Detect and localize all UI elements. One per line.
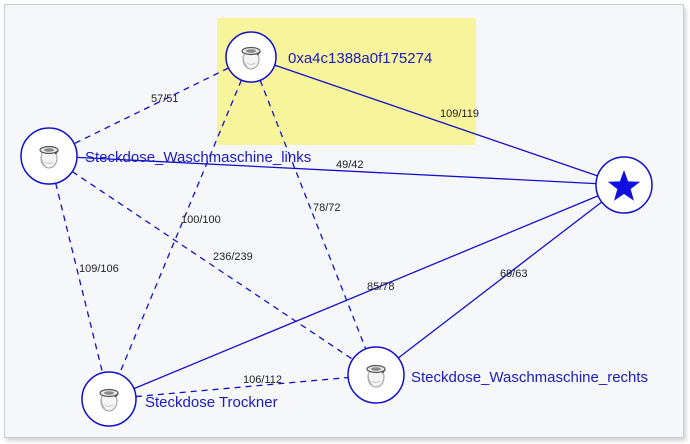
edge-label-coordinator-links: 57/51 xyxy=(151,93,179,105)
network-map-panel: 57/51 109/119 100/100 78/72 49/42 109/106 236/… xyxy=(4,4,684,438)
node-label: Steckdose Trockner xyxy=(145,394,278,411)
edge-coordinator-hub[interactable] xyxy=(274,64,598,177)
edge-label-trockner-rechts: 106/112 xyxy=(243,374,282,386)
edge-trockner-rechts[interactable] xyxy=(135,376,349,398)
node-trockner[interactable]: Steckdose Trockner xyxy=(81,371,278,427)
node-rechts[interactable]: Steckdose_Waschmaschine_rechts xyxy=(347,346,648,404)
edge-links-trockner[interactable] xyxy=(55,183,104,373)
network-graph: 57/51 109/119 100/100 78/72 49/42 109/106 236/… xyxy=(20,18,653,427)
nodes-layer: 0xa4c1388a0f175274Steckdose_Waschmaschin… xyxy=(20,31,653,427)
edge-links-hub[interactable] xyxy=(76,156,597,185)
edge-label-hub-trockner: 85/78 xyxy=(367,281,395,293)
star-icon xyxy=(607,170,641,201)
edge-coordinator-links[interactable] xyxy=(73,67,229,145)
edge-labels-layer: 57/51 109/119 100/100 78/72 49/42 109/106 236/… xyxy=(79,93,528,386)
node-hub[interactable] xyxy=(595,156,653,214)
zigbee-plug-icon xyxy=(39,145,59,169)
edge-links-rechts[interactable] xyxy=(71,171,354,360)
edge-label-links-trockner: 109/106 xyxy=(79,263,119,275)
node-label: 0xa4c1388a0f175274 xyxy=(288,50,432,67)
edge-hub-rechts[interactable] xyxy=(397,201,603,359)
edge-label-links-hub: 49/42 xyxy=(336,159,364,171)
edge-coordinator-trockner[interactable] xyxy=(118,79,243,375)
node-label: Steckdose_Waschmaschine_rechts xyxy=(411,369,648,386)
edge-label-coordinator-hub: 109/119 xyxy=(440,108,479,120)
node-coordinator[interactable]: 0xa4c1388a0f175274 xyxy=(225,31,432,83)
zigbee-plug-icon xyxy=(99,388,119,412)
edge-hub-trockner[interactable] xyxy=(133,195,599,390)
edge-label-coordinator-rechts: 78/72 xyxy=(313,202,341,214)
edges-layer xyxy=(55,64,603,398)
zigbee-plug-icon xyxy=(366,364,386,388)
edge-label-hub-rechts: 69/63 xyxy=(500,268,528,280)
node-label: Steckdose_Waschmaschine_links xyxy=(85,149,311,166)
zigbee-plug-icon xyxy=(241,46,261,70)
edge-label-links-rechts: 236/239 xyxy=(213,251,253,263)
node-links[interactable]: Steckdose_Waschmaschine_links xyxy=(20,127,311,185)
edge-label-coordinator-trockner: 100/100 xyxy=(181,214,221,226)
edge-coordinator-rechts[interactable] xyxy=(259,80,367,350)
